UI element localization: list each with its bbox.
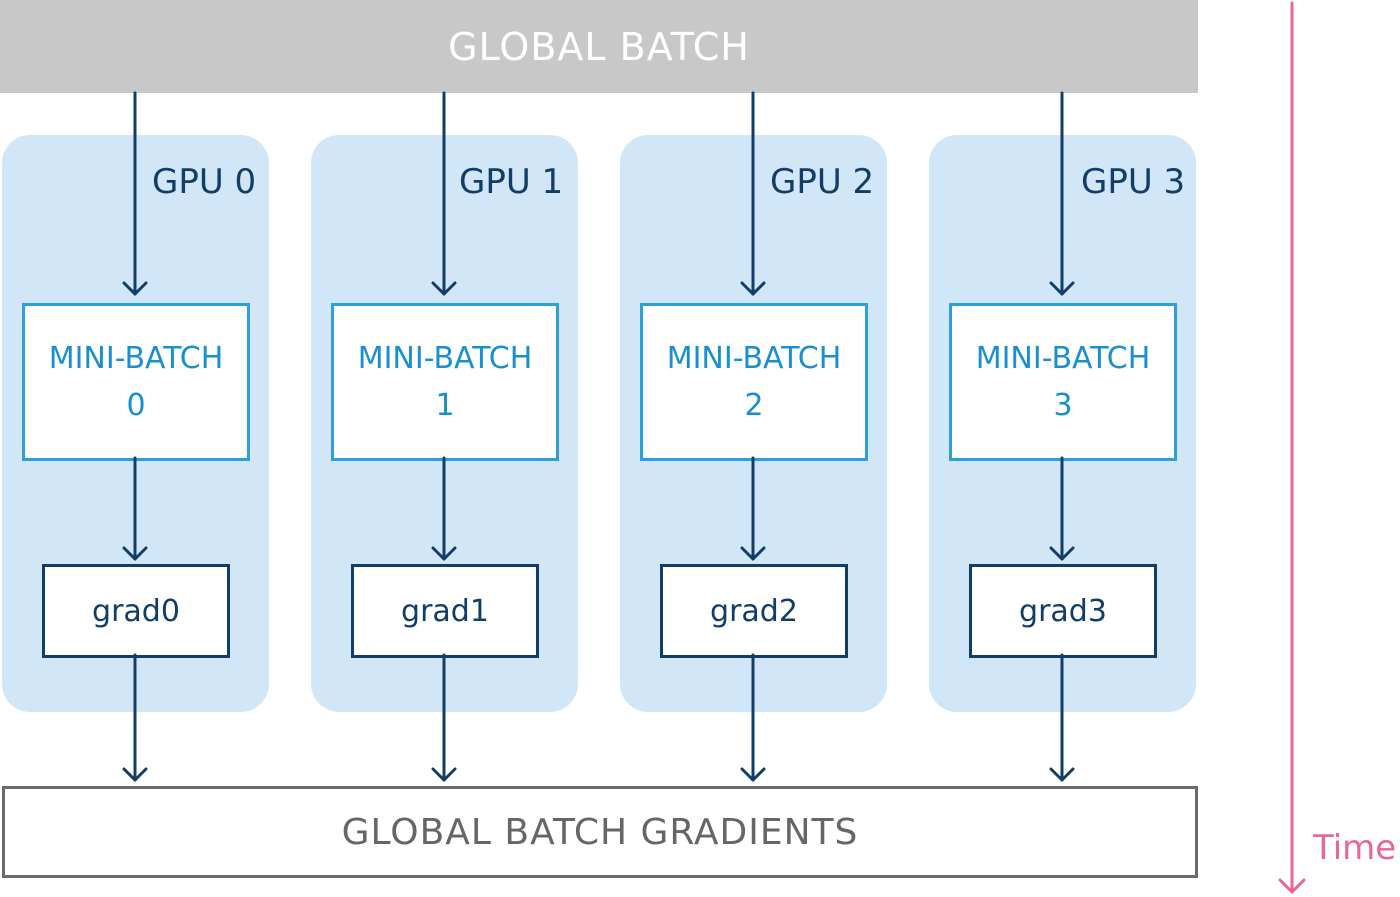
arrowhead-global-1 <box>431 767 457 782</box>
gpu-label-3: GPU 3 <box>1081 162 1186 202</box>
grad-box-2: grad2 <box>660 564 848 658</box>
gpu-label-2: GPU 2 <box>770 162 875 202</box>
grad-label-1: grad1 <box>401 593 489 629</box>
mini-batch-box-0: MINI-BATCH 0 <box>22 303 250 461</box>
mini-batch-box-1: MINI-BATCH 1 <box>331 303 559 461</box>
arrowhead-global-0 <box>122 767 148 782</box>
arrowhead-global-3 <box>1049 767 1075 782</box>
mini-batch-title-1: MINI-BATCH <box>357 341 533 376</box>
grad-box-0: grad0 <box>42 564 230 658</box>
global-gradients-label: GLOBAL BATCH GRADIENTS <box>341 811 859 853</box>
mini-batch-index-1: 1 <box>435 388 455 423</box>
mini-batch-title-2: MINI-BATCH <box>666 341 842 376</box>
mini-batch-box-3: MINI-BATCH 3 <box>949 303 1177 461</box>
grad-label-2: grad2 <box>710 593 798 629</box>
global-batch-label: GLOBAL BATCH <box>448 24 750 69</box>
grad-label-0: grad0 <box>92 593 180 629</box>
mini-batch-title-0: MINI-BATCH <box>48 341 224 376</box>
grad-label-3: grad3 <box>1019 593 1107 629</box>
mini-batch-index-2: 2 <box>744 388 764 423</box>
gpu-label-1: GPU 1 <box>459 162 564 202</box>
mini-batch-index-0: 0 <box>126 388 146 423</box>
grad-box-3: grad3 <box>969 564 1157 658</box>
time-label: Time <box>1313 828 1397 868</box>
global-batch-bar: GLOBAL BATCH <box>0 0 1198 93</box>
gpu-label-0: GPU 0 <box>152 162 257 202</box>
arrowhead-global-2 <box>740 767 766 782</box>
mini-batch-box-2: MINI-BATCH 2 <box>640 303 868 461</box>
time-axis-arrowhead <box>1278 878 1306 894</box>
grad-box-1: grad1 <box>351 564 539 658</box>
mini-batch-title-3: MINI-BATCH <box>975 341 1151 376</box>
global-batch-gradients-bar: GLOBAL BATCH GRADIENTS <box>2 786 1198 878</box>
mini-batch-index-3: 3 <box>1053 388 1073 423</box>
